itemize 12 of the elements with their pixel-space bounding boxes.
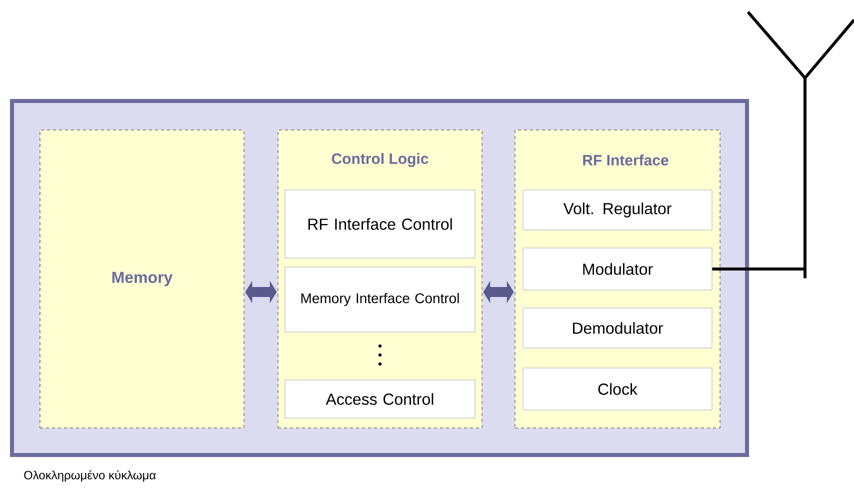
function-box: RF Interface Control: [284, 190, 476, 258]
connection-line: [712, 268, 806, 278]
function-box: Access Control: [284, 380, 476, 418]
function-box: Modulator: [522, 248, 712, 290]
double-arrow: [483, 280, 514, 304]
double-arrow: [245, 280, 277, 304]
function-box: Clock: [522, 368, 712, 410]
function-box: Demodulator: [522, 308, 712, 348]
function-box: Memory Interface Control: [284, 266, 476, 332]
node-label: Ολοκληρωμένο κύκλωμα: [24, 470, 156, 482]
function-box: Volt. Regulator: [522, 190, 712, 230]
memory-block: Memory: [40, 130, 244, 428]
